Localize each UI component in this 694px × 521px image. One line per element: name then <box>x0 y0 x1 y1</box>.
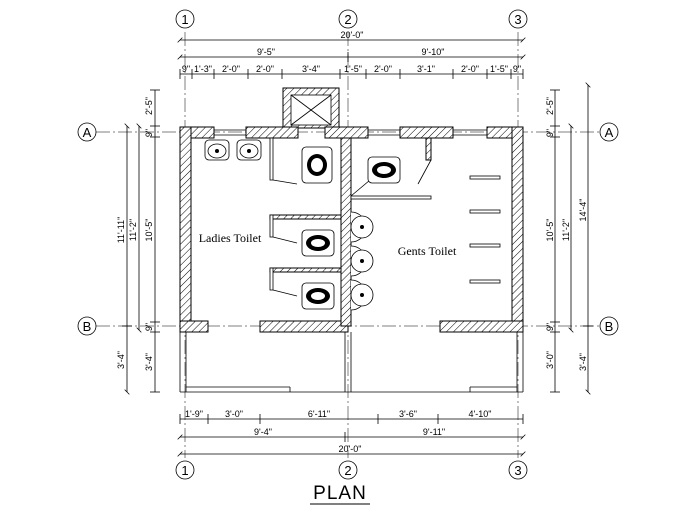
dim-bottom-mid-right: 9'-11" <box>423 427 445 437</box>
dim-left-inner-1: 11'-2" <box>128 219 138 241</box>
wash-basin-icon <box>204 139 230 161</box>
grid-row-b-left: B <box>83 319 92 334</box>
dim-bottom-detail-2: 3'-0" <box>225 409 243 419</box>
grid-row-b-right: B <box>605 319 614 334</box>
grid-col-2-top: 2 <box>344 12 351 27</box>
front-porch-outline <box>179 332 524 393</box>
dim-left-outer-2: 3'-4" <box>116 351 126 369</box>
duct-shaft <box>282 87 340 129</box>
dim-right-detail-4: 9" <box>545 323 555 331</box>
dim-bottom-detail-3: 6'-11" <box>308 409 330 419</box>
dim-left-outer-1: 11'-11" <box>116 217 126 244</box>
toilet-icon <box>301 146 333 184</box>
toilet-icon <box>367 156 401 184</box>
dim-top-detail-9: 2'-0" <box>461 64 479 74</box>
grid-row-a-left: A <box>83 125 92 140</box>
grid-col-2-bottom: 2 <box>344 463 351 478</box>
urinal-icon <box>350 245 374 277</box>
wash-basin-icon <box>236 139 262 161</box>
dim-right-outer-2: 3'-4" <box>578 353 588 371</box>
dim-right-outer-1: 14'-4" <box>578 199 588 222</box>
gents-toilet-label: Gents Toilet <box>398 244 457 258</box>
grid-col-1-top: 1 <box>181 12 188 27</box>
dim-right-detail-1: 2'-5" <box>545 97 555 115</box>
dim-top-detail-4: 2'-0" <box>256 64 274 74</box>
dim-right-detail-3: 10'-5" <box>545 219 555 242</box>
dim-bottom-mid-left: 9'-4" <box>254 427 272 437</box>
fixtures <box>204 139 501 311</box>
grid-col-3-bottom: 3 <box>514 463 521 478</box>
dim-top-right: 9'-10" <box>422 47 445 57</box>
dim-top-left: 9'-5" <box>257 47 275 57</box>
grid-col-1-bottom: 1 <box>181 463 188 478</box>
dim-bottom-detail-4: 3'-6" <box>399 409 417 419</box>
dim-left-detail-4: 9" <box>144 323 154 331</box>
urinal-icon <box>350 279 374 311</box>
dim-top-detail-10: 1'-5" <box>490 64 508 74</box>
toilet-icon <box>301 229 335 257</box>
right-dimensions: 2'-5" 9" 10'-5" 9" 3'-0" 11'-2" 14'-4" 3… <box>545 85 593 392</box>
dim-left-detail-3: 10'-5" <box>144 219 154 242</box>
grid-row-a-right: A <box>605 125 614 140</box>
dim-top-overall: 20'-0" <box>341 30 364 40</box>
dim-bottom-detail-1: 1'-9" <box>185 409 203 419</box>
urinal-icon <box>350 211 374 243</box>
dim-top-detail-8: 3'-1" <box>417 64 435 74</box>
dim-top-detail-6: 1'-5" <box>344 64 362 74</box>
dim-right-detail-2: 9" <box>545 129 555 137</box>
bottom-dimensions: 1'-9" 3'-0" 6'-11" 3'-6" 4'-10" 9'-4" 9'… <box>180 409 523 454</box>
walls <box>179 126 524 333</box>
dim-top-detail-7: 2'-0" <box>374 64 392 74</box>
dim-top-detail-2: 1'-3" <box>194 64 212 74</box>
ladies-toilet-label: Ladies Toilet <box>199 231 262 245</box>
dim-left-detail-5: 3'-4" <box>144 353 154 371</box>
top-dimensions: 20'-0" 9'-5" 9'-10" 9" 1'-3" 2'-0" 2'-0"… <box>180 30 523 79</box>
dim-top-detail-1: 9" <box>182 64 190 74</box>
dim-top-detail-11: 9" <box>513 64 521 74</box>
dim-left-detail-2: 9" <box>144 129 154 137</box>
dim-bottom-detail-5: 4'-10" <box>469 409 492 419</box>
dim-bottom-overall: 20'-0" <box>339 444 362 454</box>
grid-bubbles: 1 2 3 1 2 3 A B A B <box>77 9 619 480</box>
dim-left-detail-1: 2'-5" <box>144 97 154 115</box>
plan-title: PLAN <box>313 483 367 504</box>
dim-top-detail-3: 2'-0" <box>222 64 240 74</box>
toilet-icon <box>301 282 335 310</box>
dim-right-detail-5: 3'-0" <box>545 351 555 369</box>
grid-col-3-top: 3 <box>514 12 521 27</box>
dim-top-detail-5: 3'-4" <box>302 64 320 74</box>
left-dimensions: 11'-11" 3'-4" 11'-2" 2'-5" 9" 10'-5" 9" … <box>116 89 160 392</box>
dim-right-inner-1: 11'-2" <box>561 219 571 241</box>
